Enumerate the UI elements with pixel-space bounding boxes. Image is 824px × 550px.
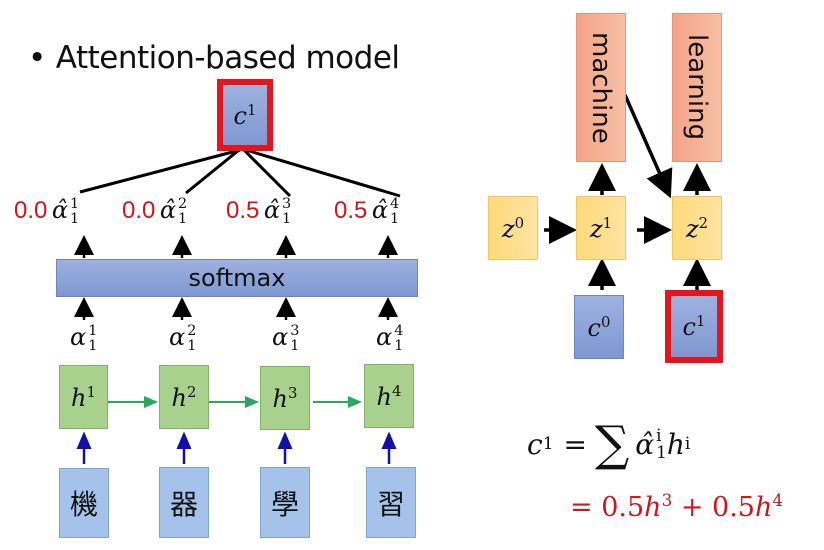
decoder-state-z1: z1 — [576, 196, 626, 260]
c1-label: c1 — [233, 100, 257, 130]
weight-value: 0.0 — [122, 197, 156, 224]
input-token-4: 習 — [366, 467, 416, 538]
bullet: • — [28, 40, 46, 76]
arrow-machine-to-z2 — [623, 94, 673, 199]
hidden-state-h2: h2 — [159, 365, 209, 429]
softmax-layer: softmax — [56, 259, 418, 297]
line-alpha-hat-2-to-c1 — [185, 148, 240, 195]
decoder-context-c1: c1 — [665, 290, 723, 363]
line-alpha-hat-3-to-c1 — [242, 148, 292, 198]
input-token-2: 器 — [159, 467, 209, 538]
line-alpha-hat-4-to-c1 — [245, 148, 401, 198]
hidden-state-h1: h1 — [59, 365, 108, 429]
title-text: Attention-based model — [55, 40, 400, 76]
input-token-1: 機 — [59, 468, 109, 538]
decoder-context-c0: c0 — [574, 295, 624, 359]
context-vector-c1: c1 — [217, 79, 273, 151]
slide-title: •Attention-based model — [28, 40, 400, 76]
decoder-state-z0: z0 — [488, 196, 538, 260]
line-alpha-hat-1-to-c1 — [79, 148, 241, 194]
weight-value: 0.5 — [226, 197, 260, 224]
input-token-3: 學 — [260, 467, 310, 538]
decoder-state-z2: z2 — [672, 196, 722, 260]
output-learning: learning — [672, 13, 722, 162]
hidden-state-h4: h4 — [364, 364, 414, 428]
formula-line-2: = 0.5h3 + 0.5h4 — [570, 490, 784, 523]
softmax-label: softmax — [188, 264, 286, 292]
hidden-state-h3: h3 — [260, 366, 310, 430]
output-machine: machine — [576, 13, 626, 162]
weight-value: 0.5 — [334, 197, 368, 224]
weight-value: 0.0 — [14, 197, 48, 224]
